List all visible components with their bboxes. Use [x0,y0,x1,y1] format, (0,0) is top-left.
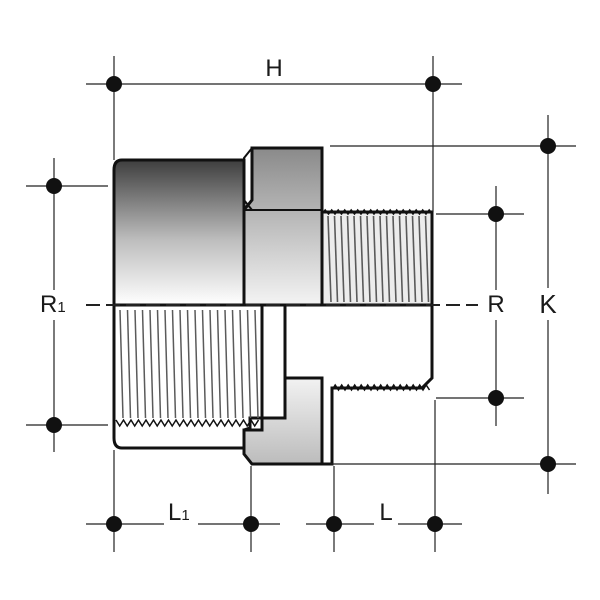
l-label: L [379,499,392,526]
female-thread-line [179,309,184,419]
r-label-bg [482,290,510,320]
male-thread-line [392,215,397,303]
l-right-dot [427,516,443,532]
k-label-bg [530,288,566,320]
male-thread-line [327,215,332,303]
r1-label: R1 [40,291,66,318]
r1-top-dot [46,178,62,194]
r-top-dot [488,206,504,222]
r-bottom-dot [488,390,504,406]
r1-label-main: R [40,291,57,318]
male-thread-line [385,215,391,303]
male-thread-line [405,215,410,303]
hex-nut-section [242,376,324,466]
male-thread-line [366,215,371,303]
l1-right-dot [243,516,259,532]
k-bottom-dot [540,456,556,472]
r-label: R [487,291,504,318]
l-label-bg [374,500,398,526]
l1-label-bg [164,500,198,526]
r1-label-bg [36,290,76,320]
l1-label-sub: 1 [181,507,189,524]
male-thread-crest [321,208,434,216]
male-spigot-lower [283,303,434,466]
female-thread-line [141,309,147,419]
male-thread-line [398,215,404,303]
threads [115,208,434,428]
male-thread-line [359,215,365,303]
male-thread-line [346,215,352,303]
female-thread-line [186,309,192,419]
k-top-dot [540,138,556,154]
l-left-dot [326,516,342,532]
male-thread-line [333,215,339,303]
female-thread-line [119,309,124,419]
female-thread-line [246,309,252,419]
male-thread-line [353,215,358,303]
hex-facet [243,147,253,211]
h-label: H [265,55,282,82]
male-thread-line [411,215,417,303]
female-thread-line [231,309,237,419]
female-thread-line [156,309,162,419]
female-thread-line [164,309,169,419]
female-thread-crest [115,418,260,428]
r1-label-sub: 1 [57,299,65,316]
female-thread-line [171,309,177,419]
l1-label: L1 [168,499,190,526]
female-thread-line [239,309,244,419]
k-label: K [539,289,557,319]
female-thread-line [201,309,207,419]
female-thread-line [134,309,139,419]
r1-bottom-dot [46,417,62,433]
female-thread-line [254,309,259,419]
female-thread-line [149,309,154,419]
male-thread-line [372,215,378,303]
female-thread-line [194,309,199,419]
female-thread-line [224,309,229,419]
female-thread-line [216,309,222,419]
dimension-labels: H K R1 R L1 L [36,54,566,526]
female-thread-line [126,309,132,419]
h-label-bg [258,54,290,78]
male-thread-lower-crest [331,383,431,392]
hex-nut-upper [242,146,324,307]
l1-left-dot [106,516,122,532]
male-thread-line [340,215,345,303]
male-thread-line [424,215,430,303]
male-thread-line [379,215,384,303]
dimension-dots [46,76,556,532]
female-thread-line [209,309,214,419]
female-socket-upper [112,158,246,307]
h-left-dot [106,76,122,92]
l1-label-main: L [168,499,181,526]
male-thread-line [418,215,423,303]
h-right-dot [425,76,441,92]
